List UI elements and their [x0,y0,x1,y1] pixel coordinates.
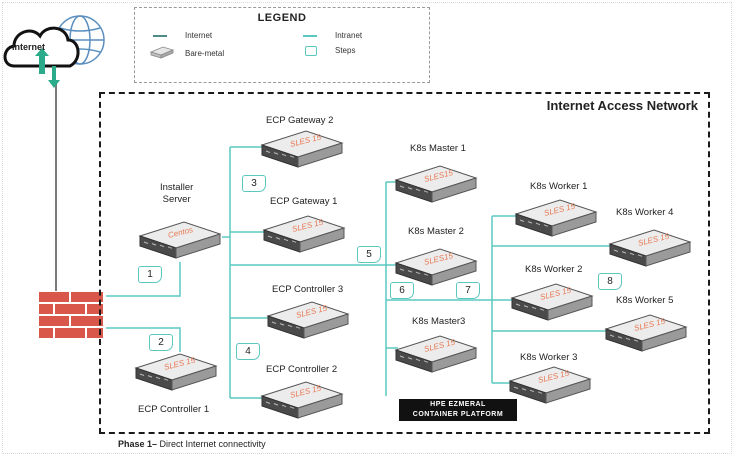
upload-arrow-icon [35,48,49,74]
step-5-badge: 5 [357,246,381,263]
ecp-gateway-2-label: ECP Gateway 2 [266,115,334,126]
step-1-badge: 1 [138,266,162,283]
k8s-master-2-label: K8s Master 2 [408,226,464,237]
ecp-gateway-1-server: SLES 15 [262,215,346,253]
step-3-badge: 3 [242,175,266,192]
firewall-installer-link [106,262,181,297]
k8s-worker-1-server: SLES 15 [514,199,598,237]
ecp-controller-3-server: SLES 15 [266,301,350,339]
steps-legend-icon [305,46,317,56]
step-6-badge: 6 [390,282,414,299]
installer-server-label: Installer Server [160,182,194,205]
badge-line-2: CONTAINER PLATFORM [412,411,504,418]
ecp-controller-2-server: SLES 15 [260,381,344,419]
installer-server: Centos [138,221,222,259]
k8s-worker-3-label: K8s Worker 3 [520,352,578,363]
k8s-worker-2-server: SLES 15 [510,283,594,321]
step-2-badge: 2 [149,334,173,351]
legend-title: LEGEND [257,12,307,24]
ecp-gateway-2-server: SLES 15 [260,130,344,168]
k8s-master-3-server: SLES 15 [394,335,478,373]
bare-metal-legend-icon [149,46,175,59]
zone-title: Internet Access Network [546,98,698,113]
ecp-controller-2-label: ECP Controller 2 [266,364,338,375]
internet-legend-swatch [153,35,167,37]
download-arrow-icon [48,66,60,88]
internet-cloud-icon [3,15,105,88]
badge-line-1: HPE EZMERAL [430,401,486,408]
k8s-master-1-label: K8s Master 1 [410,143,466,154]
intranet-legend-swatch [303,35,317,37]
k8s-worker-5-server: SLES 15 [604,314,688,352]
k8s-worker-4-label: K8s Worker 4 [616,207,674,218]
hpe-ezmeral-badge: HPE EZMERAL CONTAINER PLATFORM [399,399,517,421]
k8s-worker-3-server: SLES 15 [508,366,592,404]
caption-phase: Phase 1– [118,439,158,449]
step-8-badge: 8 [598,273,622,290]
legend-steps-label: Steps [335,46,356,55]
internet-access-network-zone: Internet Access Network [99,92,710,434]
caption-text: Direct Internet connectivity [157,439,266,449]
image-frame [2,2,732,454]
legend-bare-metal-label: Bare-metal [185,49,225,58]
firewall-icon [38,291,105,340]
legend-internet-label: Internet [185,31,213,40]
k8s-worker-1-label: K8s Worker 1 [530,181,588,192]
legend: LEGEND Internet Intranet Bare-metal Step… [134,7,430,83]
ecp-gateway-1-label: ECP Gateway 1 [270,196,338,207]
diagram-caption: Phase 1– Direct Internet connectivity [118,439,266,449]
intranet-lines [106,146,612,399]
legend-intranet-label: Intranet [335,31,363,40]
cloud-label: Internet [12,42,46,52]
k8s-master-1-server: SLES15 [394,165,478,203]
firewall-controller1-link [106,327,181,352]
ecp-controller-1-label: ECP Controller 1 [138,404,210,415]
step-4-badge: 4 [236,343,260,360]
ecp-controller-1-server: SLES 15 [134,353,218,391]
k8s-worker-4-server: SLES 15 [608,229,692,267]
k8s-master-2-server: SLES15 [394,248,478,286]
k8s-worker-2-label: K8s Worker 2 [525,264,583,275]
k8s-worker-5-label: K8s Worker 5 [616,295,674,306]
ecp-controller-3-label: ECP Controller 3 [272,284,344,295]
step-7-badge: 7 [456,282,480,299]
k8s-master-3-label: K8s Master3 [412,316,466,327]
